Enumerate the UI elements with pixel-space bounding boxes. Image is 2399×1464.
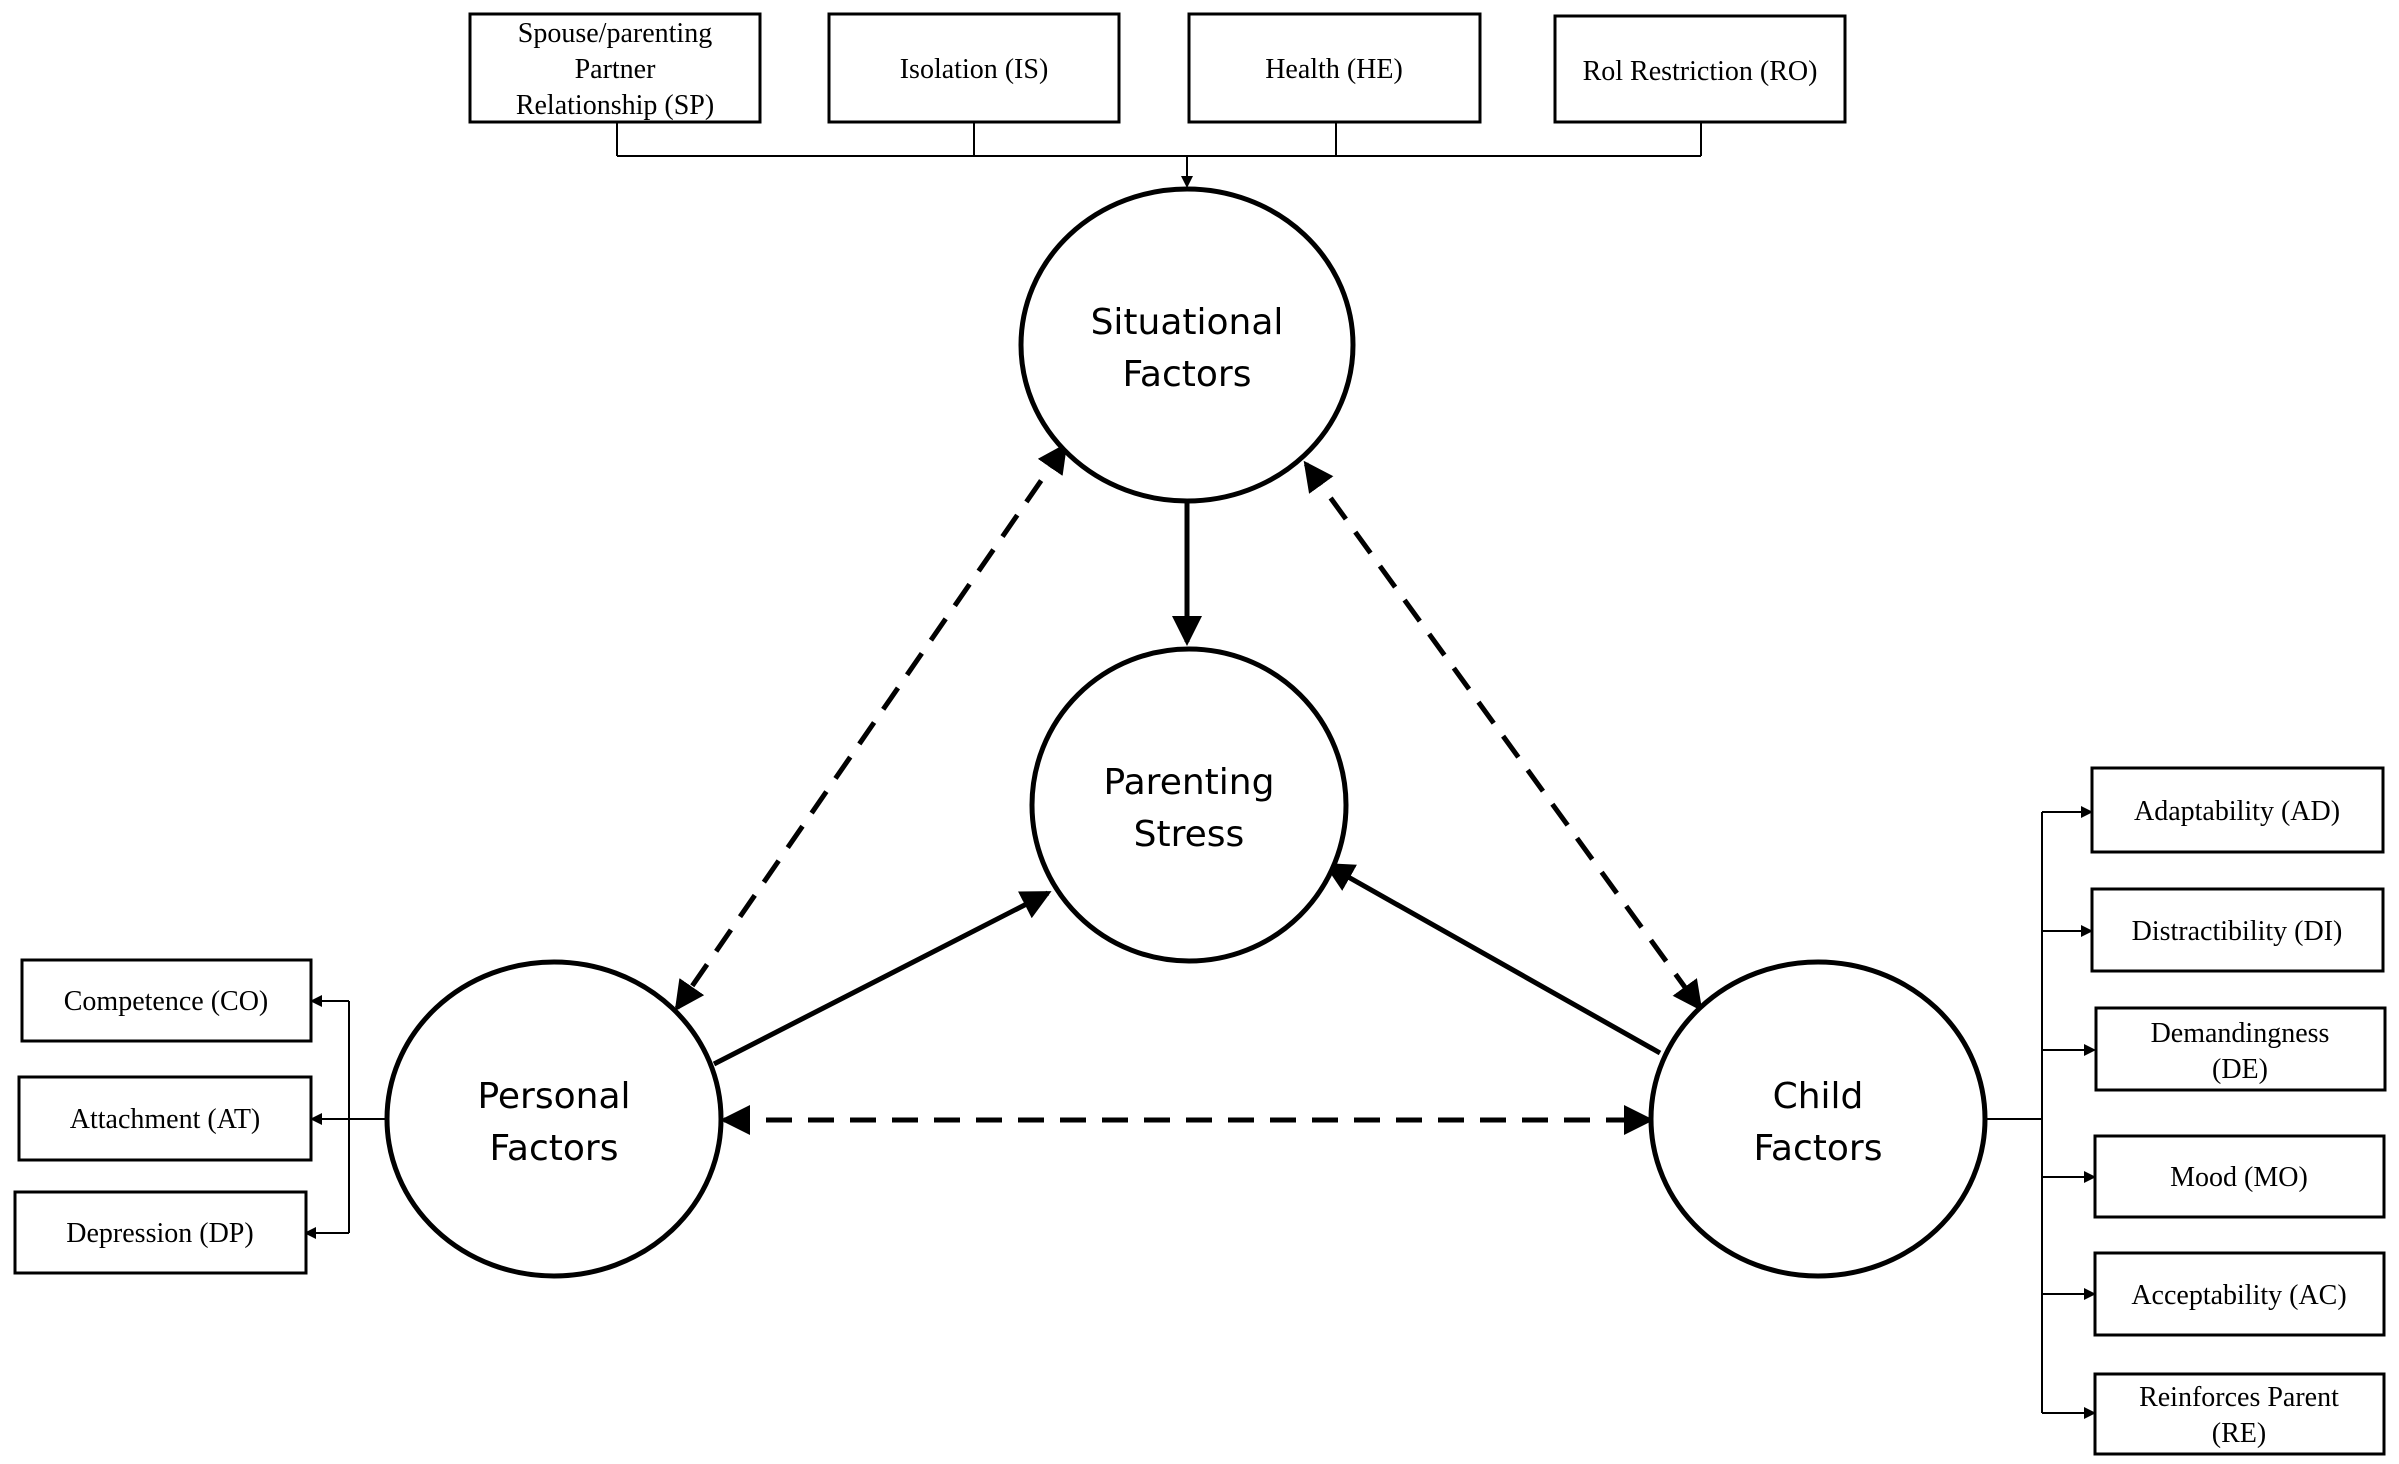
situational-indicator-sp: Spouse/parenting Partner Relationship (S… <box>468 12 762 124</box>
arrow-personal-to-stress <box>712 890 1052 1067</box>
child-indicator-de: Demandingness (DE) <box>2094 1006 2387 1092</box>
indicator-label: (RE) <box>2212 1418 2266 1449</box>
personal-indicator-co: Competence (CO) <box>20 958 313 1043</box>
node-label: Factors <box>1754 1128 1883 1169</box>
situational-factors-node: Situational Factors <box>1018 186 1356 504</box>
child-indicator-mo: Mood (MO) <box>2093 1134 2386 1219</box>
indicator-label: Adaptability (AD) <box>2134 796 2340 827</box>
relationship-arrows <box>674 442 1703 1135</box>
indicator-label: Partner <box>575 54 657 85</box>
indicator-label: Spouse/parenting <box>518 18 712 49</box>
indicator-label: Demandingness <box>2151 1018 2330 1049</box>
indicator-label: Relationship (SP) <box>516 90 714 121</box>
situational-indicator-ro: Rol Restriction (RO) <box>1553 14 1847 124</box>
indicator-label: Isolation (IS) <box>900 54 1049 85</box>
node-label: Factors <box>490 1128 619 1169</box>
arrow-situational-personal <box>674 442 1068 1012</box>
indicator-label: Reinforces Parent <box>2139 1382 2339 1413</box>
node-label: Factors <box>1123 354 1252 395</box>
child-connectors <box>1985 806 2096 1419</box>
child-indicator-ad: Adaptability (AD) <box>2090 766 2385 854</box>
indicator-label: Distractibility (DI) <box>2132 916 2343 947</box>
personal-indicator-at: Attachment (AT) <box>17 1075 313 1162</box>
indicator-label: (DE) <box>2212 1054 2268 1085</box>
indicator-label: Attachment (AT) <box>70 1104 261 1135</box>
parenting-stress-node: Parenting Stress <box>1029 646 1349 964</box>
node-label: Personal <box>477 1076 630 1117</box>
child-indicator-re: Reinforces Parent (RE) <box>2093 1372 2386 1456</box>
indicator-label: Rol Restriction (RO) <box>1583 56 1818 87</box>
node-label: Child <box>1773 1076 1864 1117</box>
node-label: Situational <box>1091 302 1284 343</box>
arrow-child-to-stress <box>1323 862 1662 1056</box>
child-indicator-di: Distractibility (DI) <box>2090 887 2385 973</box>
arrow-situational-child <box>1303 460 1703 1012</box>
indicator-label: Mood (MO) <box>2170 1162 2308 1193</box>
situational-connectors <box>616 122 1702 188</box>
child-indicator-ac: Acceptability (AC) <box>2093 1251 2386 1337</box>
child-factors-node: Child Factors <box>1648 959 1988 1279</box>
node-label: Stress <box>1134 814 1245 855</box>
personal-connectors <box>304 995 387 1239</box>
situational-indicator-he: Health (HE) <box>1187 12 1482 124</box>
indicator-label: Acceptability (AC) <box>2131 1280 2346 1311</box>
indicator-label: Health (HE) <box>1265 54 1403 85</box>
personal-factors-node: Personal Factors <box>384 959 724 1279</box>
personal-indicator-dp: Depression (DP) <box>13 1190 308 1275</box>
indicator-label: Depression (DP) <box>66 1218 253 1249</box>
situational-indicator-is: Isolation (IS) <box>827 12 1121 124</box>
node-label: Parenting <box>1104 762 1275 803</box>
indicator-label: Competence (CO) <box>64 986 269 1017</box>
